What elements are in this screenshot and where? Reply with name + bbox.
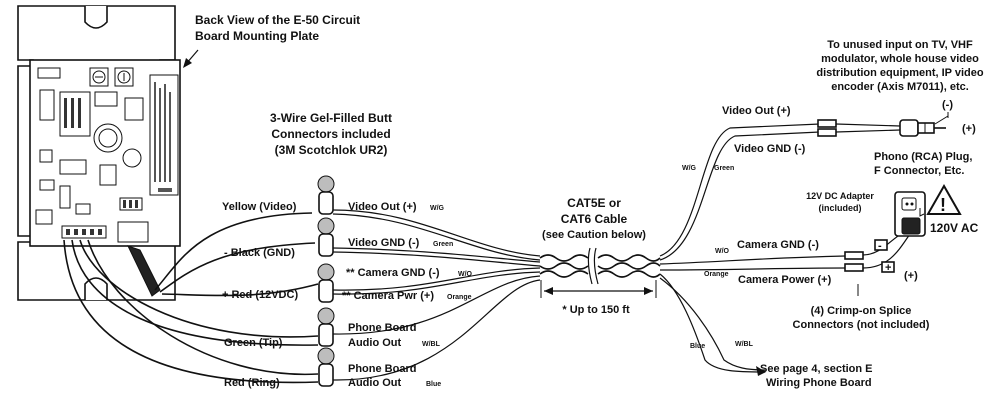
page-ref-line1: See page 4, section E bbox=[760, 363, 873, 375]
ac-label: 120V AC bbox=[930, 221, 979, 235]
conn-label-video-out: Video Out (+) bbox=[348, 201, 417, 213]
conn-code-orange: Orange bbox=[447, 294, 472, 301]
conn-label-video-gnd: Video GND (-) bbox=[348, 237, 420, 249]
right-code-orange: Orange bbox=[704, 271, 729, 278]
splice-line2: Connectors (not included) bbox=[793, 319, 930, 331]
right-video-out: Video Out (+) bbox=[722, 105, 791, 117]
right-video-gnd: Video GND (-) bbox=[734, 143, 806, 155]
connectors-note-line2: Connectors included bbox=[271, 127, 390, 141]
right-code-wbl: W/BL bbox=[735, 341, 754, 348]
right-code-wo: W/O bbox=[715, 248, 730, 255]
conn-label-cam-gnd: ** Camera GND (-) bbox=[346, 267, 440, 279]
arrow-icon bbox=[756, 366, 766, 376]
adapter-line2: (included) bbox=[819, 203, 862, 213]
polarity-minus: - bbox=[878, 240, 882, 252]
right-code-green: Green bbox=[714, 165, 734, 172]
distance-arrow bbox=[540, 280, 657, 298]
conn-code-wo: W/O bbox=[458, 271, 473, 278]
svg-text:!: ! bbox=[940, 195, 946, 215]
conn-code-green: Green bbox=[433, 241, 453, 248]
wire-label-black: - Black (GND) bbox=[224, 247, 295, 259]
tv-note-line3: distribution equipment, IP video bbox=[816, 67, 984, 79]
phono-line1: Phono (RCA) Plug, bbox=[874, 151, 972, 163]
rca-minus: (-) bbox=[942, 99, 953, 111]
header-line2: Board Mounting Plate bbox=[195, 29, 319, 43]
conn-label-phone2-line1: Phone Board bbox=[348, 363, 416, 375]
right-cam-gnd: Camera GND (-) bbox=[737, 239, 819, 251]
wire-label-red-ring: Red (Ring) bbox=[224, 377, 280, 389]
wire-bundle bbox=[127, 245, 161, 297]
polarity-plus-label: (+) bbox=[904, 270, 918, 282]
butt-connector-icon bbox=[317, 175, 335, 387]
tv-note-line2: modulator, whole house video bbox=[821, 53, 979, 65]
tv-note-line1: To unused input on TV, VHF bbox=[827, 39, 973, 51]
conn-label-phone2-line2: Audio Out bbox=[348, 377, 401, 389]
adapter-line1: 12V DC Adapter bbox=[806, 191, 874, 201]
terminal-block-power bbox=[117, 221, 149, 243]
cable-line1: CAT5E or bbox=[567, 196, 621, 210]
splice-line1: (4) Crimp-on Splice bbox=[811, 305, 912, 317]
conn-label-phone1-line2: Audio Out bbox=[348, 337, 401, 349]
wire-label-yellow: Yellow (Video) bbox=[222, 201, 297, 213]
wire-label-green-tip: Green (Tip) bbox=[224, 337, 283, 349]
connectors-note-line3: (3M Scotchlok UR2) bbox=[275, 143, 388, 157]
right-code-wg: W/G bbox=[682, 165, 697, 172]
cable-distance: * Up to 150 ft bbox=[562, 304, 630, 316]
right-code-blue: Blue bbox=[690, 343, 705, 350]
wire-label-red: + Red (12VDC) bbox=[222, 289, 298, 301]
header-line1: Back View of the E-50 Circuit bbox=[195, 13, 360, 27]
conn-code-blue: Blue bbox=[426, 381, 441, 388]
arrow-icon bbox=[183, 58, 192, 68]
connectors-note-line1: 3-Wire Gel-Filled Butt bbox=[270, 111, 392, 125]
conn-code-wbl: W/BL bbox=[422, 341, 441, 348]
cable-wires bbox=[332, 209, 661, 381]
warning-icon: ! bbox=[926, 183, 962, 215]
mounting-plate bbox=[17, 5, 181, 301]
conn-label-cam-pwr: ** Camera Pwr (+) bbox=[342, 290, 434, 302]
conn-code-wg: W/G bbox=[430, 205, 445, 212]
phono-line2: F Connector, Etc. bbox=[874, 165, 964, 177]
right-cam-power: Camera Power (+) bbox=[738, 274, 832, 286]
tv-note-line4: encoder (Axis M7011), etc. bbox=[831, 81, 969, 93]
potentiometer-icon bbox=[89, 67, 134, 87]
rca-plug-icon bbox=[817, 112, 949, 137]
conn-label-phone1-line1: Phone Board bbox=[348, 322, 416, 334]
power-adapter-icon bbox=[894, 191, 926, 237]
cable-line3: (see Caution below) bbox=[542, 229, 646, 241]
cable-line2: CAT6 Cable bbox=[561, 212, 628, 226]
board-wires bbox=[63, 212, 319, 384]
rca-plus: (+) bbox=[962, 123, 976, 135]
right-wires bbox=[659, 123, 846, 376]
polarity-plus: + bbox=[885, 262, 891, 274]
page-ref-line2: Wiring Phone Board bbox=[766, 377, 872, 389]
